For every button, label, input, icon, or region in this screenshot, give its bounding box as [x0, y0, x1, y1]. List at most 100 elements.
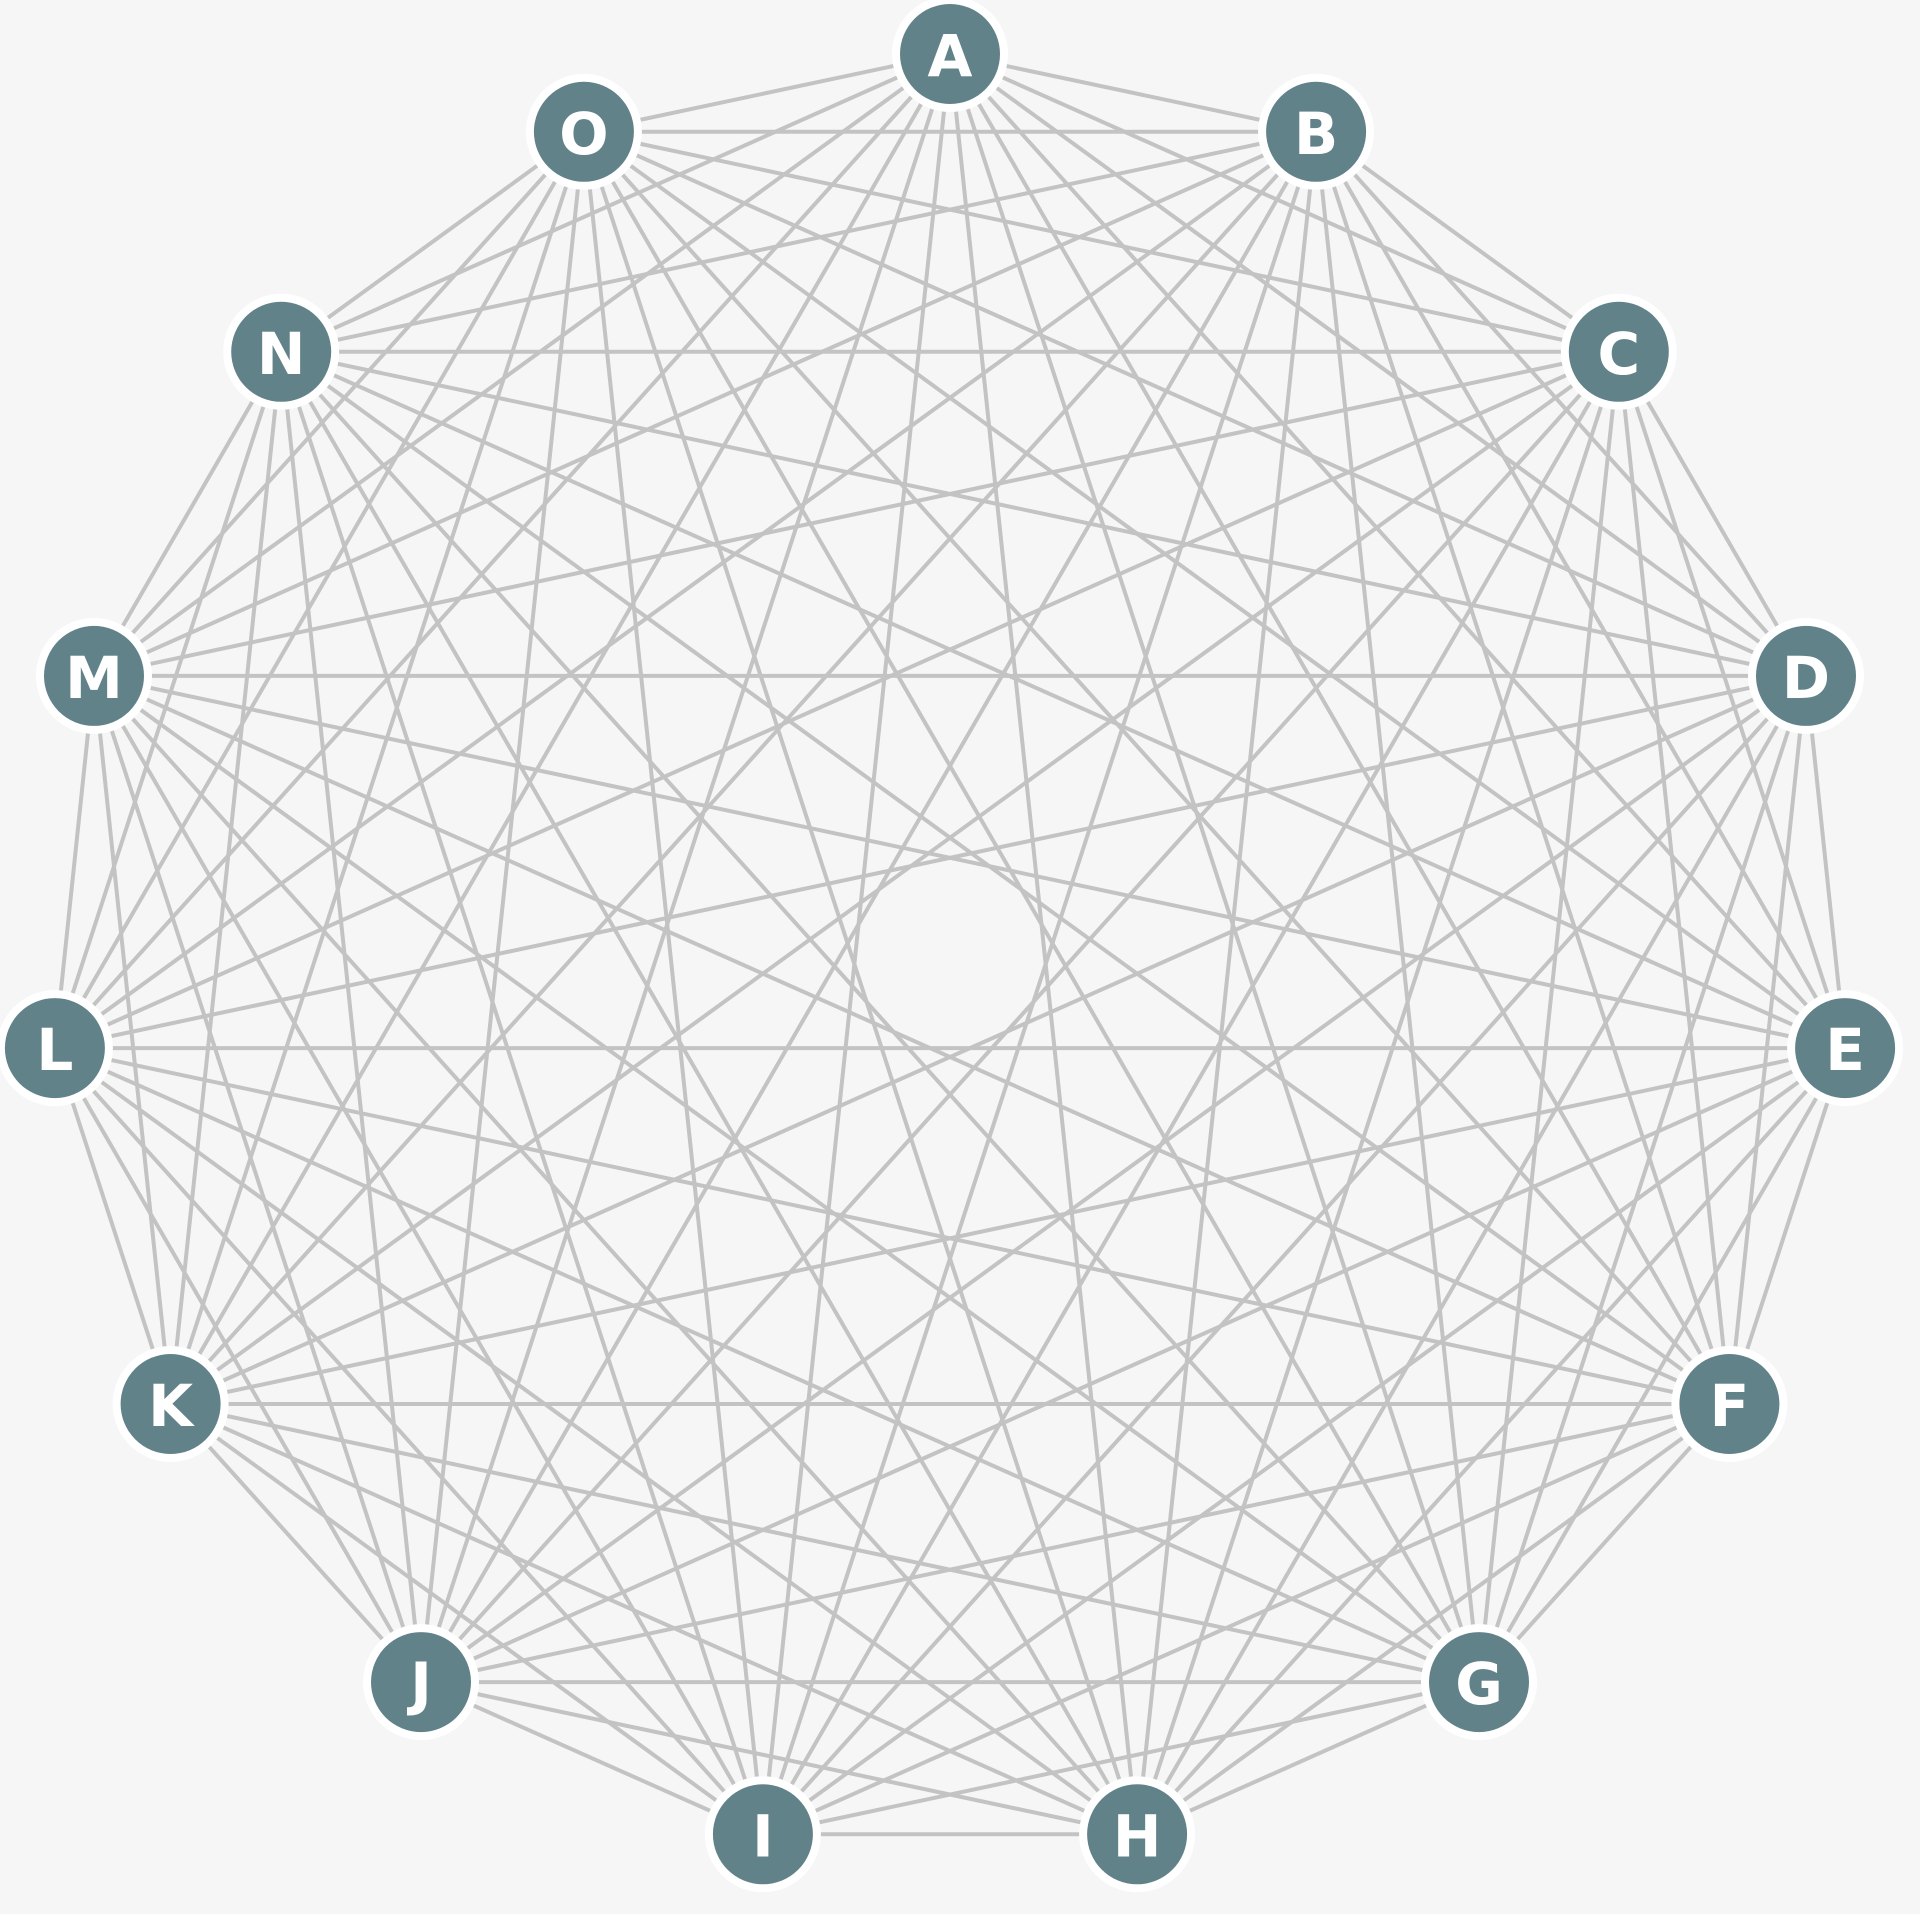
edge-h-k [168, 1402, 1140, 1837]
edge-i-l [52, 1046, 765, 1837]
node-e: E [1787, 990, 1904, 1107]
edge-a-i [760, 52, 952, 1837]
node-label: J [406, 1650, 432, 1718]
node-i: I [704, 1776, 821, 1893]
edge-d-o [581, 129, 1808, 678]
node-l: L [0, 990, 113, 1107]
edge-k-o [168, 129, 586, 1406]
edge-l-n [52, 349, 284, 1051]
edge-c-m [92, 349, 1621, 678]
node-h: H [1079, 1776, 1196, 1893]
edge-i-m [92, 673, 765, 1837]
edge-d-j [419, 673, 1808, 1685]
edge-e-j [419, 1046, 1848, 1685]
node-circle [712, 1784, 813, 1885]
edge-c-h [1135, 349, 1621, 1837]
edge-b-f [1314, 129, 1732, 1406]
edge-j-l [52, 1046, 423, 1685]
edge-b-g [1314, 129, 1481, 1685]
edge-b-d [1314, 129, 1808, 678]
edge-a-l [52, 52, 952, 1051]
edge-f-i [760, 1402, 1732, 1837]
edge-b-c [1314, 129, 1621, 354]
edge-a-m [92, 52, 952, 678]
node-circle [1756, 625, 1856, 726]
node-circle [1087, 1784, 1188, 1885]
edge-f-n [279, 349, 1732, 1406]
edge-g-m [92, 673, 1481, 1685]
node-label: L [36, 1016, 73, 1084]
node-label: K [148, 1372, 195, 1440]
node-circle [4, 998, 105, 1099]
edge-c-j [419, 349, 1621, 1685]
edge-k-m [92, 673, 173, 1406]
node-label: G [1455, 1650, 1503, 1718]
edge-h-j [419, 1680, 1140, 1837]
node-m: M [36, 617, 152, 734]
edge-j-n [279, 349, 423, 1685]
edge-c-f [1616, 349, 1732, 1406]
node-circle [44, 625, 144, 726]
node-label: E [1825, 1016, 1865, 1084]
edge-g-k [168, 1402, 1481, 1685]
edge-f-h [1135, 1402, 1732, 1837]
node-f: F [1671, 1346, 1788, 1462]
edge-e-o [581, 129, 1848, 1051]
edge-e-k [168, 1046, 1848, 1406]
node-label: C [1598, 320, 1641, 388]
edge-l-m [52, 673, 96, 1051]
node-b: B [1258, 73, 1375, 190]
edge-l-o [52, 129, 586, 1051]
edge-a-h [948, 52, 1140, 1837]
node-label: A [928, 22, 973, 90]
edge-b-k [168, 129, 1319, 1406]
edge-j-k [168, 1402, 423, 1685]
edge-k-n [168, 349, 284, 1406]
node-a: A [892, 0, 1008, 112]
node-label: O [559, 100, 608, 168]
edge-h-n [279, 349, 1140, 1837]
edge-b-m [92, 129, 1319, 678]
node-j: J [363, 1624, 479, 1741]
edge-n-o [279, 129, 586, 354]
node-label: B [1294, 100, 1338, 168]
node-circle [1266, 81, 1367, 182]
edge-c-l [52, 349, 1621, 1051]
node-circle [231, 301, 332, 402]
edge-a-e [948, 52, 1848, 1051]
edge-g-l [52, 1046, 1481, 1685]
edge-d-h [1135, 673, 1808, 1837]
edge-h-l [52, 1046, 1140, 1837]
edge-e-h [1135, 1046, 1848, 1837]
edge-b-e [1314, 129, 1848, 1051]
edge-g-h [1135, 1680, 1481, 1837]
edge-c-d [1616, 349, 1808, 678]
edge-d-e [1804, 673, 1848, 1051]
edge-g-o [581, 129, 1481, 1685]
edge-c-g [1477, 349, 1621, 1685]
edge-i-n [279, 349, 765, 1837]
edge-c-e [1616, 349, 1848, 1051]
edge-a-n [279, 52, 952, 354]
edge-a-f [948, 52, 1732, 1406]
edge-a-c [948, 52, 1621, 354]
edge-h-o [581, 129, 1140, 1837]
edge-i-j [419, 1680, 765, 1837]
node-c: C [1560, 293, 1677, 410]
node-label: N [257, 320, 306, 388]
node-label: D [1782, 644, 1830, 712]
edge-c-o [581, 129, 1621, 354]
edge-a-g [948, 52, 1481, 1685]
node-n: N [223, 293, 340, 410]
node-label: I [752, 1802, 774, 1870]
node-circle [1429, 1632, 1529, 1733]
edge-d-n [279, 349, 1808, 678]
edge-i-o [581, 129, 765, 1837]
edge-b-h [1135, 129, 1319, 1837]
edge-b-l [52, 129, 1319, 1051]
edge-e-i [760, 1046, 1848, 1837]
edges-layer [52, 52, 1848, 1837]
edge-g-n [279, 349, 1481, 1685]
edge-b-i [760, 129, 1319, 1837]
